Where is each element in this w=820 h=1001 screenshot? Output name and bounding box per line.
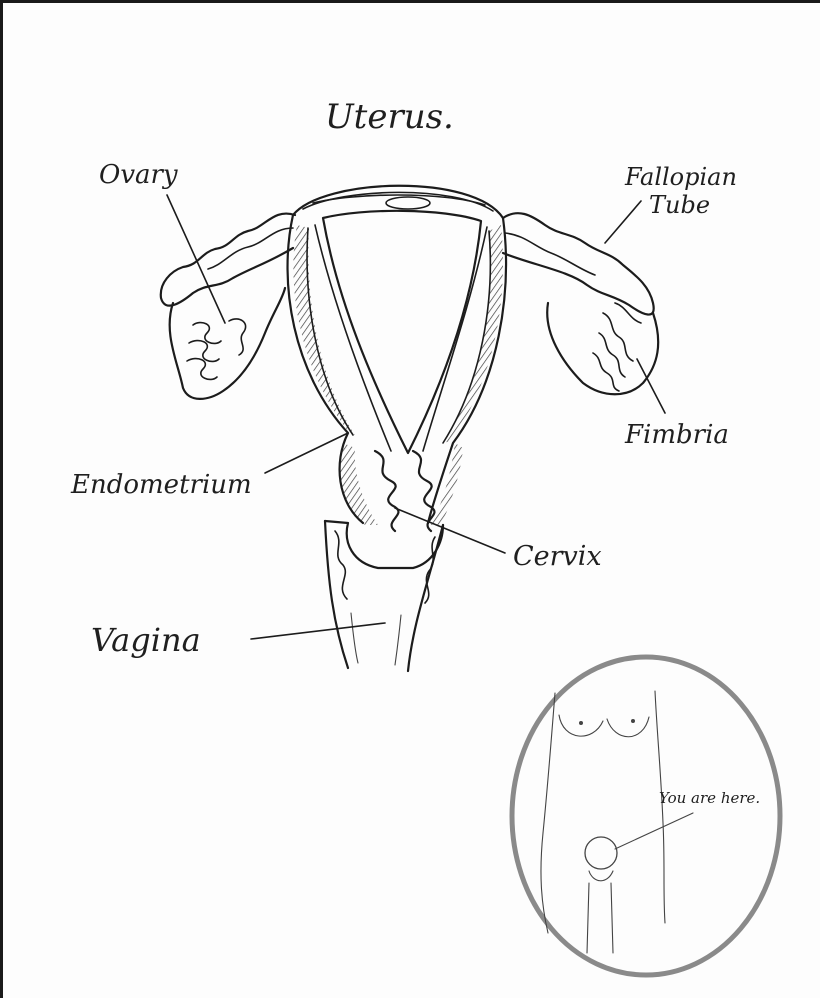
uterus-body	[288, 186, 506, 531]
leader-fallopian	[605, 201, 641, 243]
leader-endometrium	[265, 433, 348, 473]
leader-vagina	[251, 623, 385, 639]
label-fimbria: Fimbria	[624, 420, 729, 450]
inset-body-locator: You are here.	[512, 657, 780, 975]
inset-caption: You are here.	[659, 789, 760, 807]
leader-cervix	[395, 508, 505, 553]
vagina-shape	[325, 521, 443, 671]
label-ovary: Ovary	[99, 160, 178, 190]
right-fallopian-tube	[503, 213, 658, 394]
label-fallopian-line1: Fallopian	[624, 163, 737, 191]
uterus-diagram: Uterus.	[3, 3, 820, 1001]
label-fallopian-line2: Tube	[649, 191, 710, 219]
diagram-title: Uterus.	[325, 97, 454, 137]
label-cervix: Cervix	[513, 541, 602, 572]
left-fallopian-tube	[161, 214, 295, 399]
label-vagina: Vagina	[91, 621, 201, 659]
label-endometrium: Endometrium	[70, 470, 252, 500]
